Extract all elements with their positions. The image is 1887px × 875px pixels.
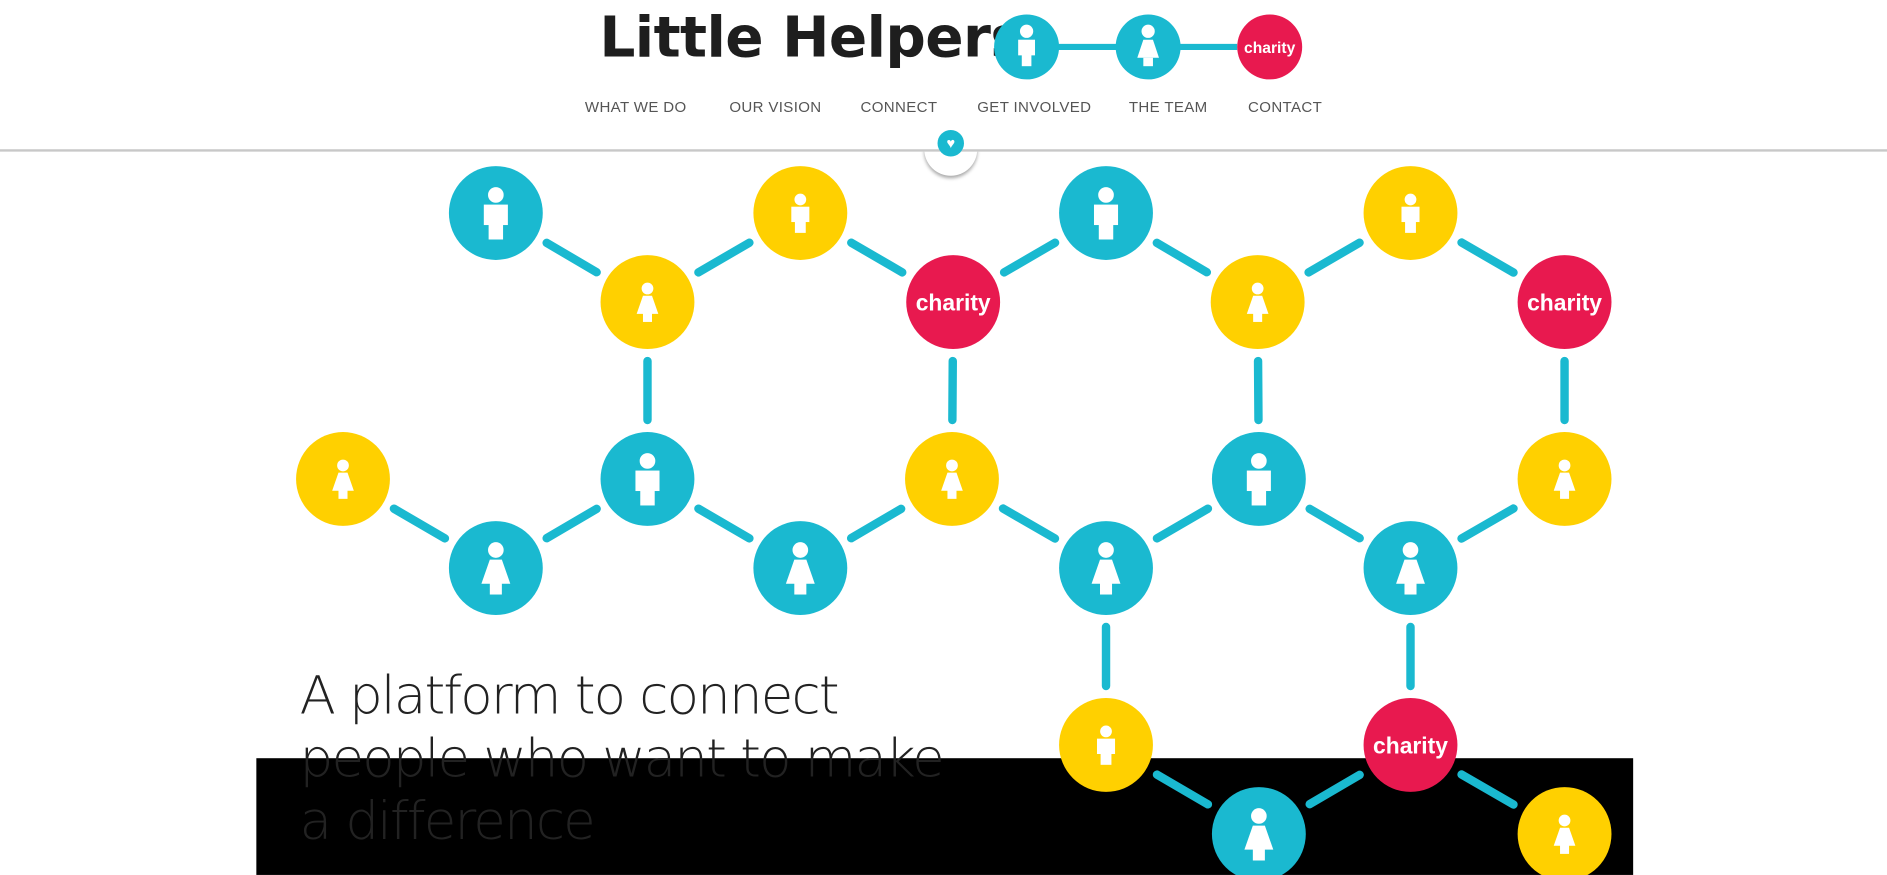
female-icon — [1091, 542, 1121, 595]
connection-line — [846, 504, 906, 543]
male-icon — [791, 193, 810, 233]
male-icon — [994, 14, 1060, 80]
nav-connect[interactable]: CONNECT — [860, 98, 938, 116]
female-helper-node — [296, 432, 390, 526]
male-helper-node — [1211, 432, 1306, 526]
male-icon — [1401, 193, 1420, 233]
male-helper-node — [600, 432, 695, 526]
headline-line: a difference — [299, 790, 596, 853]
female-icon — [481, 542, 511, 595]
female-icon — [1553, 814, 1576, 854]
female-helper-node — [1059, 521, 1153, 615]
female-helper-node — [600, 255, 695, 350]
connection-line — [847, 238, 907, 277]
female-icon — [1246, 282, 1269, 322]
connection-line — [1457, 238, 1518, 277]
connection-line — [1152, 504, 1213, 543]
female-helper-node — [1363, 521, 1458, 615]
female-helper-node — [448, 521, 543, 615]
nav-get-involved[interactable]: GET INVOLVED — [977, 98, 1092, 116]
connection-line — [694, 504, 754, 543]
connection-line — [1305, 504, 1364, 543]
female-helper-node — [1517, 787, 1612, 875]
connection-line — [999, 238, 1060, 277]
connection-line — [1152, 770, 1213, 809]
male-helper-node — [753, 166, 848, 260]
nav-contact[interactable]: CONTACT — [1248, 98, 1323, 116]
connection-line — [1305, 770, 1364, 809]
headline-line: people who want to make — [299, 728, 945, 790]
female-icon — [1115, 14, 1181, 80]
connection-line — [1152, 238, 1212, 277]
site-header: Little Helpers charity WHAT WE DO OUR VI… — [0, 0, 1887, 152]
connection-line — [542, 504, 601, 543]
hero-headline: A platform to connect people who want to… — [300, 666, 1022, 854]
scroll-down-tab[interactable]: ♥ — [924, 123, 977, 176]
male-icon — [1096, 725, 1116, 765]
headline-line: A platform to connect — [299, 665, 840, 727]
charity-label: charity — [1527, 290, 1602, 316]
female-icon — [1553, 459, 1576, 499]
male-icon — [483, 187, 508, 240]
connection-line — [389, 504, 450, 543]
male-icon — [635, 453, 660, 506]
connection-line — [542, 238, 601, 277]
male-icon — [1246, 453, 1271, 506]
female-helper-node — [905, 432, 999, 526]
nav-our-vision[interactable]: OUR VISION — [729, 98, 822, 116]
nav-what-we-do[interactable]: WHAT WE DO — [584, 98, 687, 116]
site-title[interactable]: Little Helpers — [599, 4, 1024, 72]
male-helper-node — [1059, 166, 1153, 260]
female-helper-node — [1210, 255, 1305, 350]
female-icon — [941, 459, 963, 499]
charity-node: charity — [906, 255, 1001, 350]
charity-badge — [1237, 14, 1303, 80]
charity-label: charity — [1373, 732, 1448, 758]
male-helper-node — [1059, 698, 1153, 792]
female-helper-node — [1517, 432, 1612, 526]
male-icon — [1093, 187, 1119, 240]
female-icon — [636, 282, 659, 322]
main-nav: WHAT WE DO OUR VISION CONNECT GET INVOLV… — [0, 99, 1887, 118]
connection-line — [1304, 238, 1364, 277]
female-icon — [1244, 808, 1274, 861]
nav-the-team[interactable]: THE TEAM — [1128, 98, 1208, 116]
female-icon — [332, 459, 354, 499]
charity-label: charity — [916, 290, 991, 316]
female-helper-node — [1211, 787, 1306, 875]
connection-line — [1457, 504, 1518, 543]
heart-icon[interactable]: ♥ — [937, 129, 965, 157]
female-icon — [785, 542, 815, 595]
connection-line — [1457, 770, 1518, 809]
female-icon — [1396, 542, 1425, 595]
charity-node: charity — [1363, 698, 1458, 792]
male-helper-node — [448, 166, 543, 260]
charity-node: charity — [1517, 255, 1612, 350]
connection-line — [694, 238, 754, 277]
logo-network-icon: charity — [994, 14, 1303, 80]
connection-line — [998, 504, 1060, 543]
male-helper-node — [1363, 166, 1458, 260]
female-helper-node — [753, 521, 848, 615]
logo-charity-label: charity — [1244, 40, 1296, 57]
